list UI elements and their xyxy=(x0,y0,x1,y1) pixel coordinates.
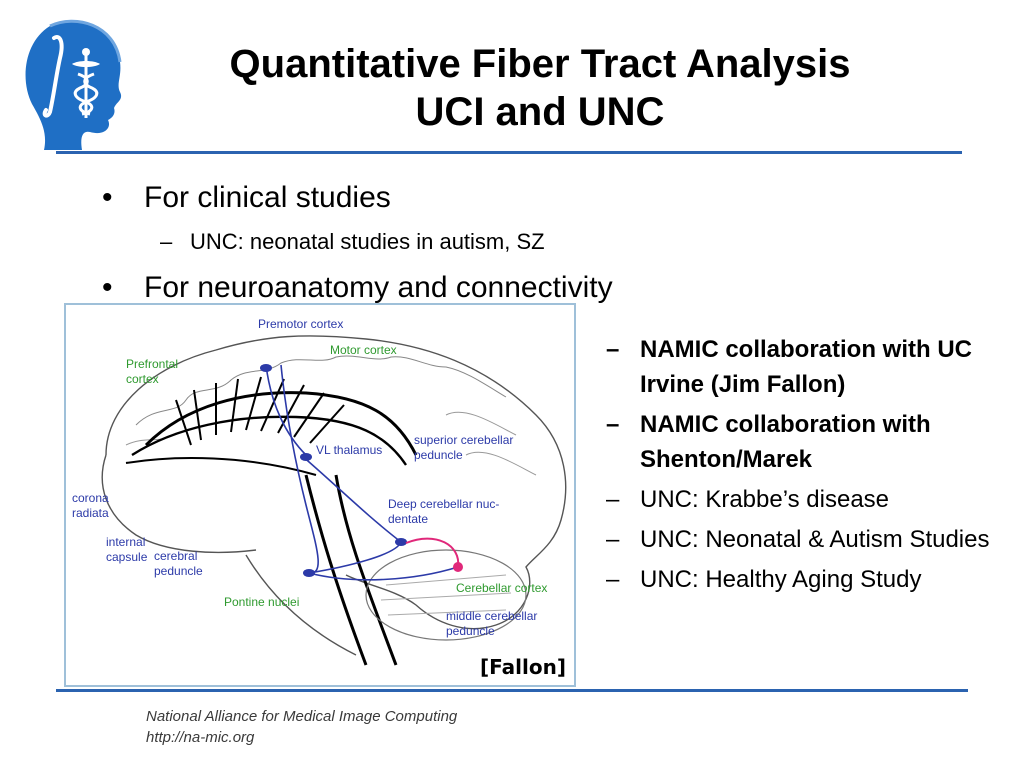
list-item: – UNC: Krabbe’s disease xyxy=(606,482,1006,517)
list-item-text: UNC: Krabbe’s disease xyxy=(640,486,890,513)
title-line-2: UCI and UNC xyxy=(415,90,665,134)
label-middle-cerebellar-peduncle: middle cerebellar peduncle xyxy=(446,609,538,638)
slide-title: Quantitative Fiber Tract Analysis UCI an… xyxy=(120,40,960,136)
list-dash: – xyxy=(606,411,620,438)
label-cerebral-peduncle: cerebral peduncle xyxy=(154,549,203,578)
list-item-text: UNC: Neonatal & Autism Studies xyxy=(640,526,990,553)
footer-divider xyxy=(56,689,968,692)
label-motor-cortex: Motor cortex xyxy=(330,343,397,357)
brain-diagram-illustration xyxy=(101,335,567,666)
bullet-text: For neuroanatomy and connectivity xyxy=(144,271,613,304)
list-item: – NAMIC collaboration with Shenton/Marek xyxy=(606,407,1006,477)
slicer-logo-icon xyxy=(20,14,122,154)
label-superior-cerebellar-peduncle: superior cerebellar peduncle xyxy=(414,433,514,462)
label-deep-cerebellar-nuclei: Deep cerebellar nuc-dentate xyxy=(388,497,500,526)
list-item: – NAMIC collaboration with UC Irvine (Ji… xyxy=(606,332,1006,402)
list-dash: – xyxy=(606,486,620,513)
footer-org: National Alliance for Medical Image Comp… xyxy=(146,708,458,725)
title-divider xyxy=(56,151,962,154)
list-item-text: UNC: Healthy Aging Study xyxy=(640,566,922,593)
list-item-text: NAMIC collaboration with Shenton/Marek xyxy=(640,411,931,473)
bullet-marker: • xyxy=(102,271,113,304)
label-internal-capsule: internal capsule xyxy=(106,535,148,564)
sub-bullet-text: UNC: neonatal studies in autism, SZ xyxy=(190,229,545,254)
list-dash: – xyxy=(606,566,620,593)
footer-url[interactable]: http://na-mic.org xyxy=(146,729,255,746)
list-item: – UNC: Neonatal & Autism Studies xyxy=(606,522,1006,557)
label-corona-radiata: corona radiata xyxy=(72,491,109,520)
brain-tract-figure: Premotor cortex Motor cortex Prefrontal … xyxy=(64,303,576,687)
label-vl-thalamus: VL thalamus xyxy=(316,443,383,457)
label-pontine-nuclei: Pontine nuclei xyxy=(224,595,300,609)
list-dash: – xyxy=(606,526,620,553)
list-item: – UNC: Healthy Aging Study xyxy=(606,562,1006,597)
collaboration-list: – NAMIC collaboration with UC Irvine (Ji… xyxy=(606,332,1006,602)
bullet-text: For clinical studies xyxy=(144,181,391,214)
title-line-1: Quantitative Fiber Tract Analysis xyxy=(229,42,851,86)
sub-bullet-marker: – xyxy=(160,229,173,254)
label-cerebellar-cortex: Cerebellar cortex xyxy=(456,581,548,595)
list-item-text: NAMIC collaboration with UC Irvine (Jim … xyxy=(640,336,972,398)
list-dash: – xyxy=(606,336,620,363)
label-premotor-cortex: Premotor cortex xyxy=(258,317,344,331)
label-prefrontal-cortex: Prefrontal cortex xyxy=(126,357,179,386)
bullet-marker: • xyxy=(102,181,113,214)
slide-footer: National Alliance for Medical Image Comp… xyxy=(146,706,457,748)
figure-credit: [Fallon] xyxy=(480,655,566,679)
